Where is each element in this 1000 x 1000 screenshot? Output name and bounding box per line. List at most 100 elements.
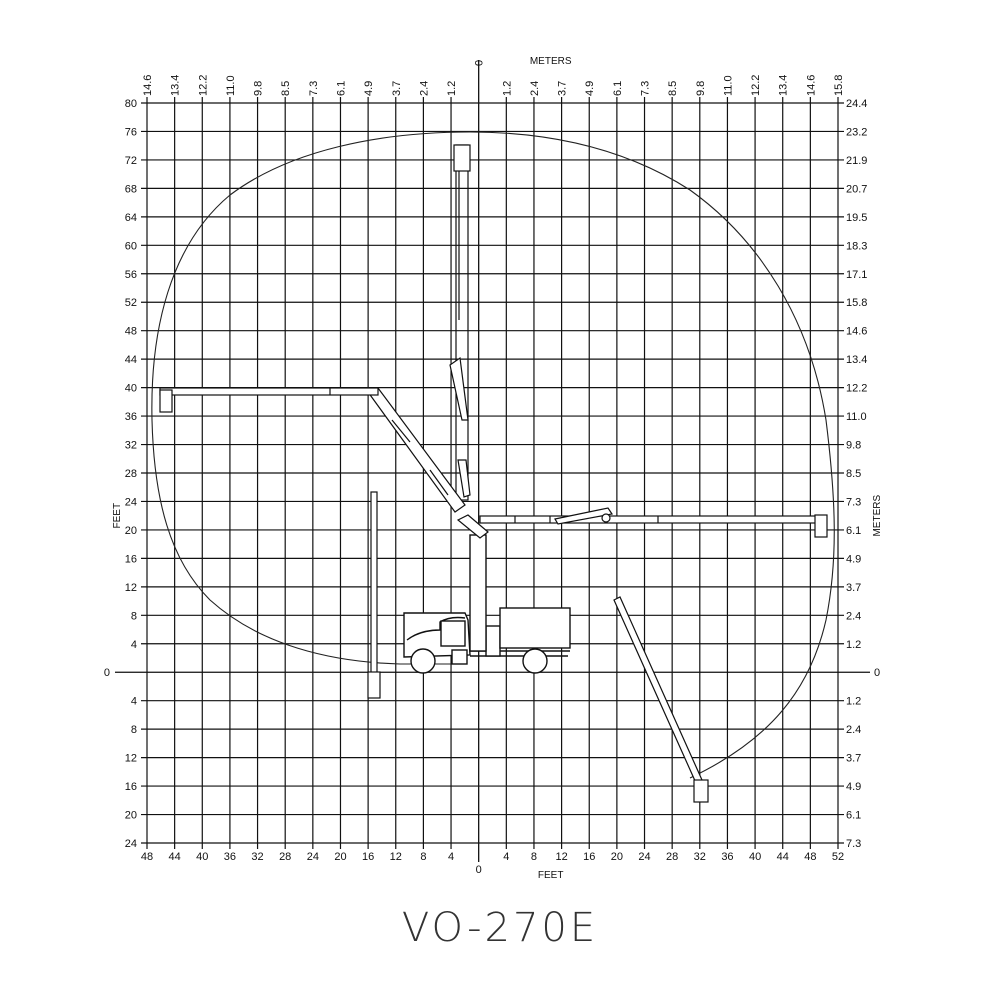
tick-label: 40	[196, 851, 208, 863]
tick-label: 13.4	[778, 75, 790, 96]
tick-label: 3.7	[391, 81, 403, 96]
model-title: VO-270E	[401, 905, 599, 951]
y-meters-zero: 0	[874, 667, 880, 679]
tick-label: 12.2	[197, 75, 209, 96]
tick-label: 9.8	[253, 81, 265, 96]
tick-label: 6.1	[846, 810, 861, 822]
tick-label: 48	[125, 326, 137, 338]
tick-label: 24.4	[846, 98, 867, 110]
tick-label: 52	[832, 851, 844, 863]
tick-label: 8	[531, 851, 537, 863]
tick-label: 24	[307, 851, 319, 863]
tick-label: 13.4	[846, 354, 867, 366]
tick-label: 9.8	[846, 440, 861, 452]
tick-label: 20	[125, 525, 137, 537]
tick-label: 3.7	[557, 81, 569, 96]
tick-label: 16	[125, 781, 137, 793]
tick-label: 44	[125, 354, 137, 366]
tick-label: 8	[131, 610, 137, 622]
tick-label: 15.8	[833, 75, 845, 96]
tick-label: 16	[125, 553, 137, 565]
x-feet-zero: 0	[476, 864, 482, 876]
tick-label: 24	[638, 851, 650, 863]
tick-label: 20	[125, 810, 137, 822]
working-envelope-curve	[151, 131, 835, 779]
tick-label: 16	[362, 851, 374, 863]
tick-label: 4	[131, 639, 137, 651]
tick-label: 56	[125, 269, 137, 281]
tick-label: 48	[141, 851, 153, 863]
boom-positions	[159, 144, 828, 803]
tick-label: 2.4	[529, 81, 541, 96]
tick-label: 8.5	[667, 81, 679, 96]
tick-label: 16	[583, 851, 595, 863]
tick-label: 7.3	[308, 81, 320, 96]
tick-label: 14.6	[805, 75, 817, 96]
tick-label: 12	[555, 851, 567, 863]
tick-label: 32	[694, 851, 706, 863]
tick-label: 2.4	[846, 724, 861, 736]
right-axis-title: METERS	[872, 495, 883, 537]
tick-label: 12	[125, 582, 137, 594]
grid	[115, 60, 870, 862]
tick-label: 76	[125, 126, 137, 138]
tick-label: 80	[125, 98, 137, 110]
tick-label: 1.2	[846, 639, 861, 651]
tick-label: 14.6	[142, 75, 154, 96]
tick-label: 40	[749, 851, 761, 863]
tick-label: 7.3	[846, 496, 861, 508]
tick-label: 48	[804, 851, 816, 863]
tick-label: 60	[125, 240, 137, 252]
tick-label: 4	[503, 851, 509, 863]
tick-label: 3.7	[846, 753, 861, 765]
tick-label: 36	[224, 851, 236, 863]
tick-label: 14.6	[846, 326, 867, 338]
truck-icon	[403, 534, 571, 674]
tick-label: 4.9	[584, 81, 596, 96]
tick-label: 28	[666, 851, 678, 863]
tick-label: 2.4	[846, 610, 861, 622]
tick-label: 24	[125, 838, 137, 850]
tick-label: 12	[390, 851, 402, 863]
tick-label: 24	[125, 496, 137, 508]
tick-label: 36	[125, 411, 137, 423]
tick-label: 44	[169, 851, 181, 863]
tick-label: 11.0	[225, 75, 237, 96]
tick-label: 12.2	[846, 383, 867, 395]
tick-label: 17.1	[846, 269, 867, 281]
tick-label: 64	[125, 212, 137, 224]
tick-label: 1.2	[446, 81, 458, 96]
tick-label: 6.1	[846, 525, 861, 537]
tick-label: 23.2	[846, 126, 867, 138]
tick-label: 68	[125, 183, 137, 195]
tick-label: 8.5	[280, 81, 292, 96]
tick-label: 12	[125, 753, 137, 765]
tick-label: 4	[131, 696, 137, 708]
tick-label: 4.9	[363, 81, 375, 96]
tick-label: 15.8	[846, 297, 867, 309]
tick-label: 19.5	[846, 212, 867, 224]
tick-label: 3.7	[846, 582, 861, 594]
tick-label: 13.4	[170, 75, 182, 96]
tick-label: 72	[125, 155, 137, 167]
tick-label: 9.8	[695, 81, 707, 96]
tick-label: 28	[125, 468, 137, 480]
tick-label: 21.9	[846, 155, 867, 167]
tick-label: 32	[251, 851, 263, 863]
tick-label: 52	[125, 297, 137, 309]
tick-label: 20	[611, 851, 623, 863]
tick-label: 44	[777, 851, 789, 863]
tick-label: 6.1	[335, 81, 347, 96]
left-axis-title: FEET	[112, 503, 123, 529]
tick-label: 1.2	[501, 81, 513, 96]
tick-label: 6.1	[612, 81, 624, 96]
tick-label: 8	[131, 724, 137, 736]
top-axis-title: METERS	[530, 56, 572, 67]
tick-label: 4	[448, 851, 454, 863]
tick-label: 4.9	[846, 781, 861, 793]
tick-label: 7.3	[640, 81, 652, 96]
x-meters-zero: 0	[474, 60, 486, 66]
tick-label: 12.2	[750, 75, 762, 96]
